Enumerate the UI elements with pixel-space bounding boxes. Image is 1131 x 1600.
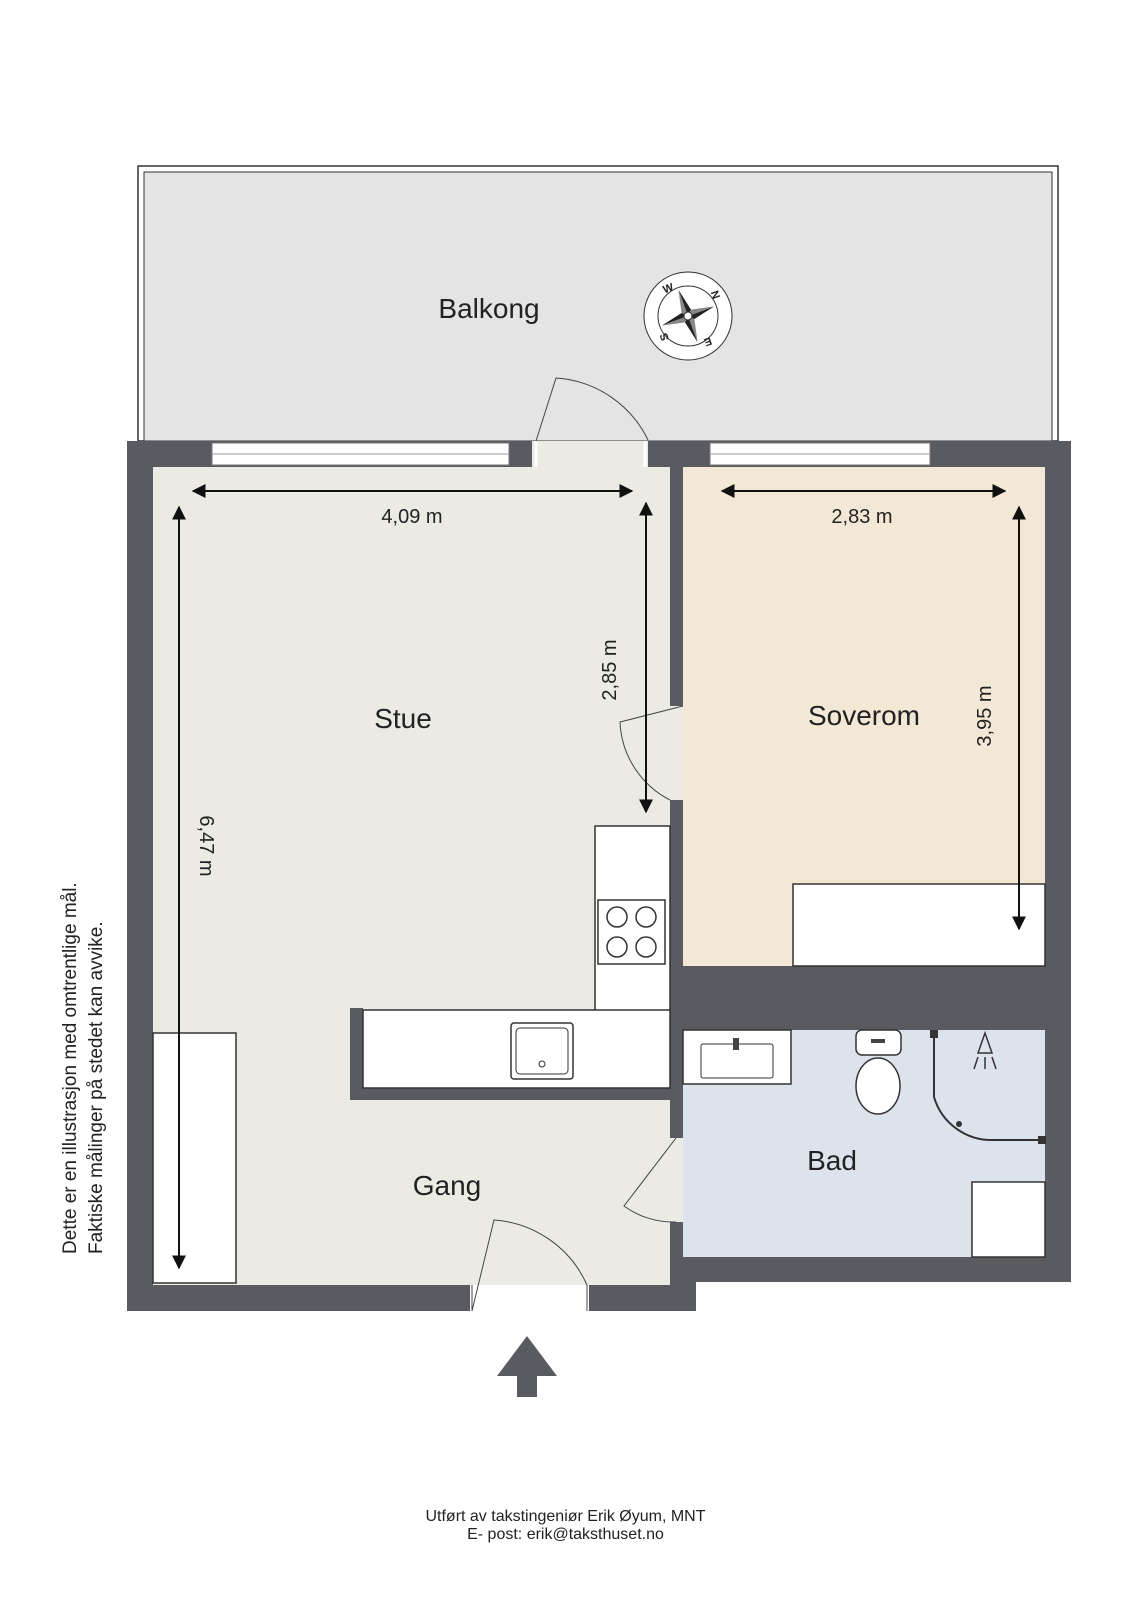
compass-icon: N E S W [643,271,733,361]
room-label-bad: Bad [807,1145,857,1176]
stove-icon [597,899,666,965]
shower-icon [930,1030,1046,1144]
dimension-lines [172,484,1026,1270]
balcony [137,165,1059,442]
footer-line-1: Utført av takstingeniør Erik Øyum, MNT [425,1508,706,1525]
windows [211,442,931,466]
entrance-door [470,1219,589,1312]
toilet-icon [855,1029,902,1115]
disclaimer: Dette er en illustrasjon med omtrentlige… [60,882,107,1254]
room-label-soverom: Soverom [808,700,920,731]
balcony-door [532,377,649,467]
soverom-wardrobe [792,883,1046,967]
soverom-door [619,705,684,801]
soverom-floor [683,467,1045,966]
stue-depth-label: 2,85 m [599,639,621,700]
soverom-width-label: 2,83 m [831,506,892,528]
bad-door [623,1137,677,1223]
compass-s: S [658,331,672,342]
compass-n: N [708,289,722,301]
soverom-door-opening [670,706,683,800]
footer: Utført av takstingeniør Erik Øyum, MNT E… [0,1508,1131,1544]
bathroom-vanity-icon [682,1029,792,1085]
footer-line-2: E- post: erik@taksthuset.no [467,1526,664,1543]
interior-wall [670,441,683,966]
disclaimer-line-1: Dette er en illustrasjon med omtrentlige… [60,882,81,1254]
compass-e: E [702,334,713,348]
disclaimer-line-2: Faktiske målinger på stedet kan avvike. [86,921,107,1254]
room-label-balkong: Balkong [438,293,539,324]
stue-length-label: 6,47 m [195,815,217,876]
entrance-arrow [497,1336,557,1397]
room-label-stue: Stue [374,703,432,734]
room-label-gang: Gang [413,1170,482,1201]
soverom-depth-label: 3,95 m [974,685,996,746]
gang-wardrobe [152,1032,237,1284]
bad-door-opening [670,1138,683,1222]
sink-icon [510,1022,574,1080]
washing-machine-icon [971,1181,1046,1258]
stue-width-label: 4,09 m [381,506,442,528]
stue-floor [153,467,670,1285]
compass-w: W [661,281,675,296]
